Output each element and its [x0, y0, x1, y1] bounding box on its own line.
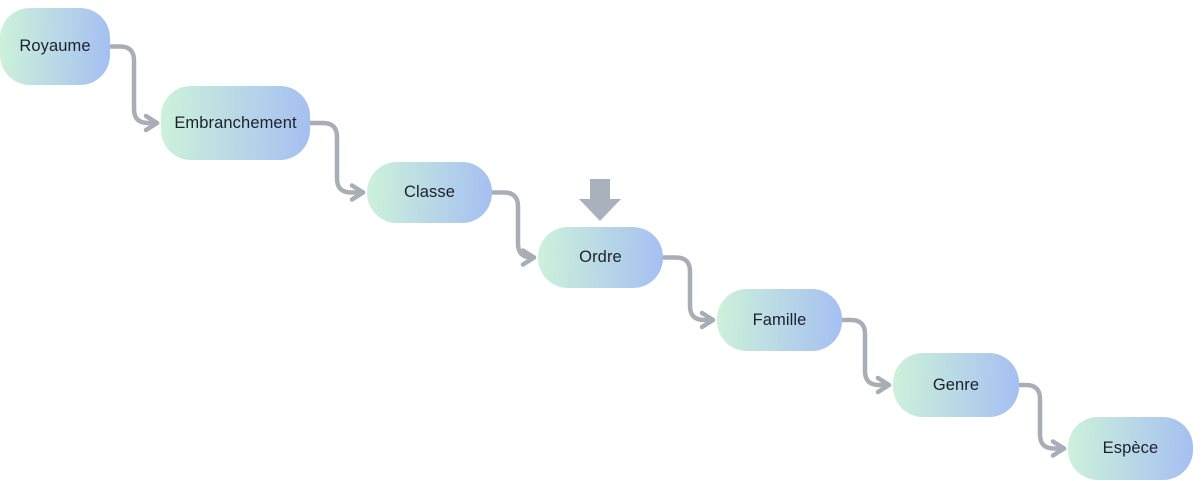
node-label: Royaume: [19, 37, 91, 55]
node-genre: Genre: [893, 353, 1019, 417]
node-embranchement: Embranchement: [161, 86, 310, 160]
edge-famille-genre: [839, 317, 892, 395]
edge-ordre-famille: [660, 255, 716, 330]
node-espece: Espèce: [1068, 417, 1193, 480]
node-label: Embranchement: [174, 113, 297, 132]
edge-embranchement-classe: [307, 120, 366, 202]
edge-classe-ordre: [489, 190, 537, 267]
edge-genre-espece: [1016, 382, 1067, 458]
node-label: Famille: [752, 310, 807, 329]
node-royaume: Royaume: [0, 8, 110, 85]
node-label: Espèce: [1102, 439, 1159, 457]
node-ordre: Ordre: [538, 227, 663, 288]
node-classe: Classe: [367, 162, 492, 223]
down-arrow-icon: [579, 179, 621, 221]
node-label: Ordre: [579, 248, 622, 266]
edge-royaume-embranchement: [107, 44, 160, 133]
node-label: Classe: [403, 183, 456, 201]
node-label: Genre: [932, 375, 980, 394]
node-famille: Famille: [717, 289, 842, 351]
